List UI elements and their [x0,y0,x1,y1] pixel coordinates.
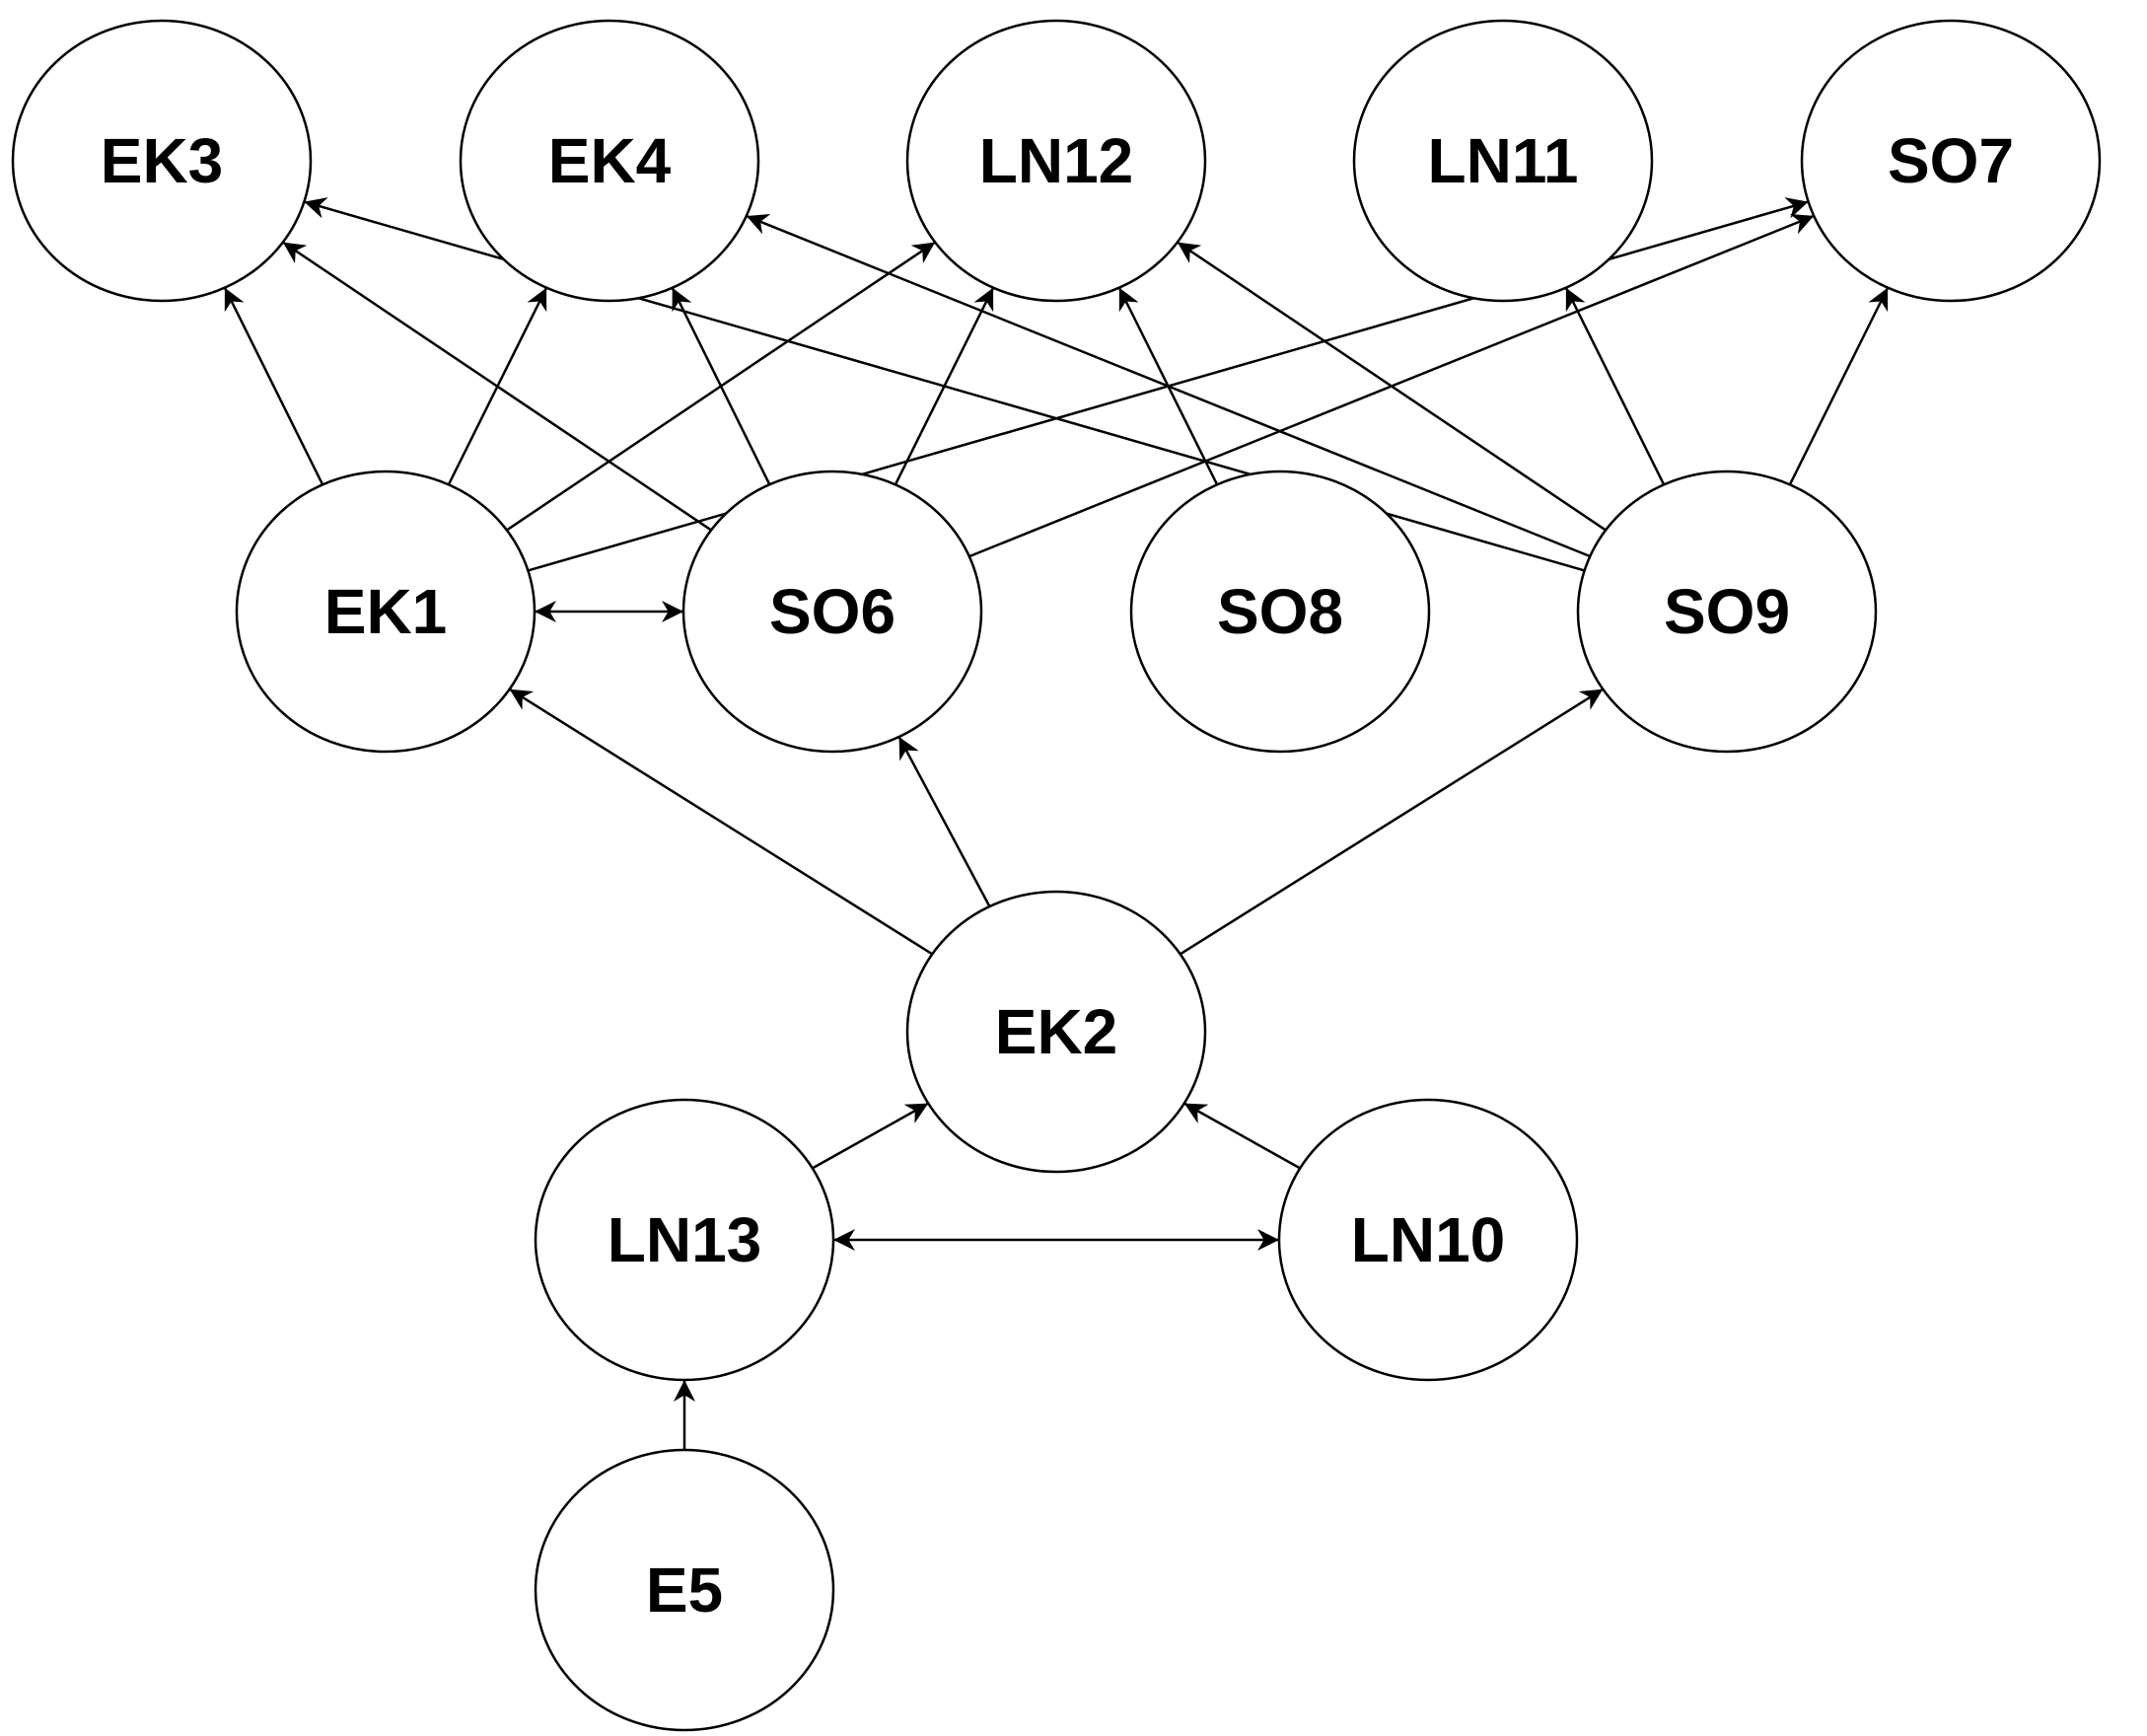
node-label: LN13 [608,1204,762,1275]
node-ln10: LN10 [1277,1098,1579,1382]
node-circle [1352,19,1654,303]
node-label: LN12 [979,125,1134,196]
edge-ek2-ek1 [509,687,933,956]
node-circle [681,470,983,754]
node-ek2: EK2 [905,890,1207,1174]
edge-so9-ln11 [1564,287,1666,485]
node-ek4: EK4 [459,19,760,303]
edge-so6-ek3 [282,241,712,532]
edge-ln10-ek2 [1183,1102,1301,1170]
node-label: EK1 [324,576,448,647]
edge-so9-ek4 [746,214,1591,558]
node-ek1: EK1 [235,470,537,754]
node-so8: SO8 [1129,470,1431,754]
edge-so9-ln12 [1177,241,1607,532]
node-circle [235,470,537,754]
node-label: EK2 [995,996,1118,1067]
edge-ek2-so9 [1180,687,1604,956]
node-so6: SO6 [681,470,983,754]
node-label: SO8 [1217,576,1343,647]
edges-layer [223,197,1890,1450]
node-label: EK3 [101,125,224,196]
node-label: EK4 [548,125,672,196]
node-circle [459,19,760,303]
node-circle [11,19,313,303]
node-so7: SO7 [1800,19,2102,303]
node-circle [1277,1098,1579,1382]
node-label: LN11 [1428,125,1579,196]
node-ln12: LN12 [905,19,1207,303]
node-label: LN10 [1351,1204,1506,1275]
edge-ln13-ek2 [812,1102,929,1170]
node-circle [1576,470,1878,754]
node-so9: SO9 [1576,470,1878,754]
node-ln11: LN11 [1352,19,1654,303]
node-label: SO7 [1888,125,2014,196]
node-circle [1800,19,2102,303]
node-ek3: EK3 [11,19,313,303]
edge-ek1-ek3 [223,287,324,485]
node-e5: E5 [534,1448,835,1732]
edge-so6-ek4 [671,287,771,485]
edge-so9-so7 [1788,287,1890,485]
node-ln13: LN13 [534,1098,835,1382]
node-circle [534,1098,835,1382]
node-circle [905,19,1207,303]
node-label: SO9 [1664,576,1790,647]
edge-ek2-so6 [897,736,991,907]
node-circle [1129,470,1431,754]
node-circle [905,890,1207,1174]
node-label: SO6 [769,576,895,647]
node-circle [534,1448,835,1732]
node-label: E5 [646,1555,723,1626]
